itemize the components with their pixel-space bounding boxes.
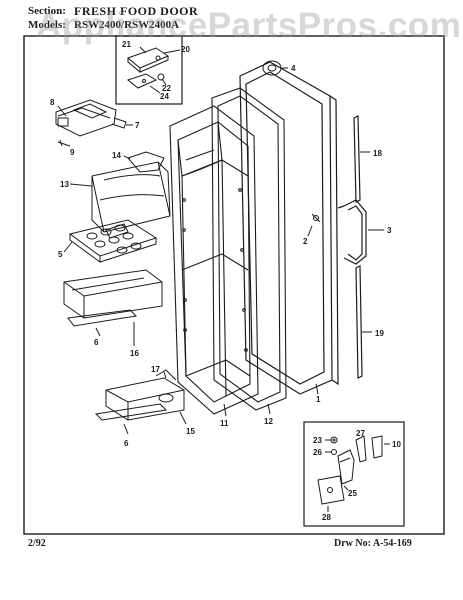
door-handle-3: [337, 199, 367, 265]
revision-date: 2/92: [28, 538, 46, 549]
section-title: FRESH FOOD DOOR: [74, 4, 199, 18]
callout-24: 24: [160, 92, 169, 101]
door-bin-15: [105, 369, 185, 421]
callout-25: 25: [348, 489, 357, 498]
callout-1: 1: [316, 395, 321, 404]
callout-10: 10: [392, 440, 401, 449]
callout-20: 20: [181, 45, 190, 54]
drawing-number: Drw No: A-54-169: [334, 538, 412, 549]
handle-mount-assembly: [55, 99, 127, 137]
bin-trim-6-lower: [94, 403, 168, 421]
callout-8: 8: [50, 98, 55, 107]
callout-13: 13: [60, 180, 69, 189]
callout-14: 14: [112, 151, 121, 160]
hinge-inset-box: [115, 35, 183, 105]
callout-27: 27: [356, 429, 365, 438]
callout-19: 19: [375, 329, 384, 338]
callout-9: 9: [70, 148, 75, 157]
callout-3: 3: [387, 226, 392, 235]
diagram-frame: [23, 35, 445, 535]
callout-12: 12: [264, 417, 273, 426]
callout-6-upper: 6: [94, 338, 99, 347]
callout-26: 26: [313, 448, 322, 457]
callout-15: 15: [186, 427, 195, 436]
hinge-inset-box-lower: [303, 421, 405, 527]
callout-6-lower: 6: [124, 439, 129, 448]
callout-28: 28: [322, 513, 331, 522]
models-value: RSW2400/RSW2400A: [74, 19, 180, 31]
callout-23: 23: [313, 436, 322, 445]
callout-18: 18: [373, 149, 382, 158]
door-bin-16: [63, 269, 163, 319]
bin-trim-6-upper: [67, 309, 138, 327]
callout-17: 17: [151, 365, 160, 374]
dairy-door-13: [91, 161, 171, 233]
section-label: Section:: [28, 5, 66, 17]
outer-door-panel-1: [239, 61, 339, 395]
callout-4: 4: [291, 64, 296, 73]
callout-11: 11: [220, 419, 229, 428]
trim-strip-19: [355, 265, 363, 379]
watermark-logo: AppliancePartsPros.com: [36, 6, 462, 45]
trim-strip-18: [353, 115, 361, 203]
egg-tray-5: [68, 219, 158, 263]
callout-7: 7: [135, 121, 140, 130]
hinge-bracket: [126, 47, 170, 89]
callout-2: 2: [303, 237, 308, 246]
models-label: Models:: [28, 19, 66, 31]
plug-4: [262, 60, 282, 76]
callout-5: 5: [58, 250, 63, 259]
cover-14: [127, 151, 165, 173]
callout-21: 21: [122, 40, 131, 49]
callout-22: 22: [162, 84, 171, 93]
callout-16: 16: [130, 349, 139, 358]
lower-hinge-parts: [317, 435, 383, 505]
screw-9: [57, 139, 71, 147]
screw-2: [311, 213, 321, 223]
